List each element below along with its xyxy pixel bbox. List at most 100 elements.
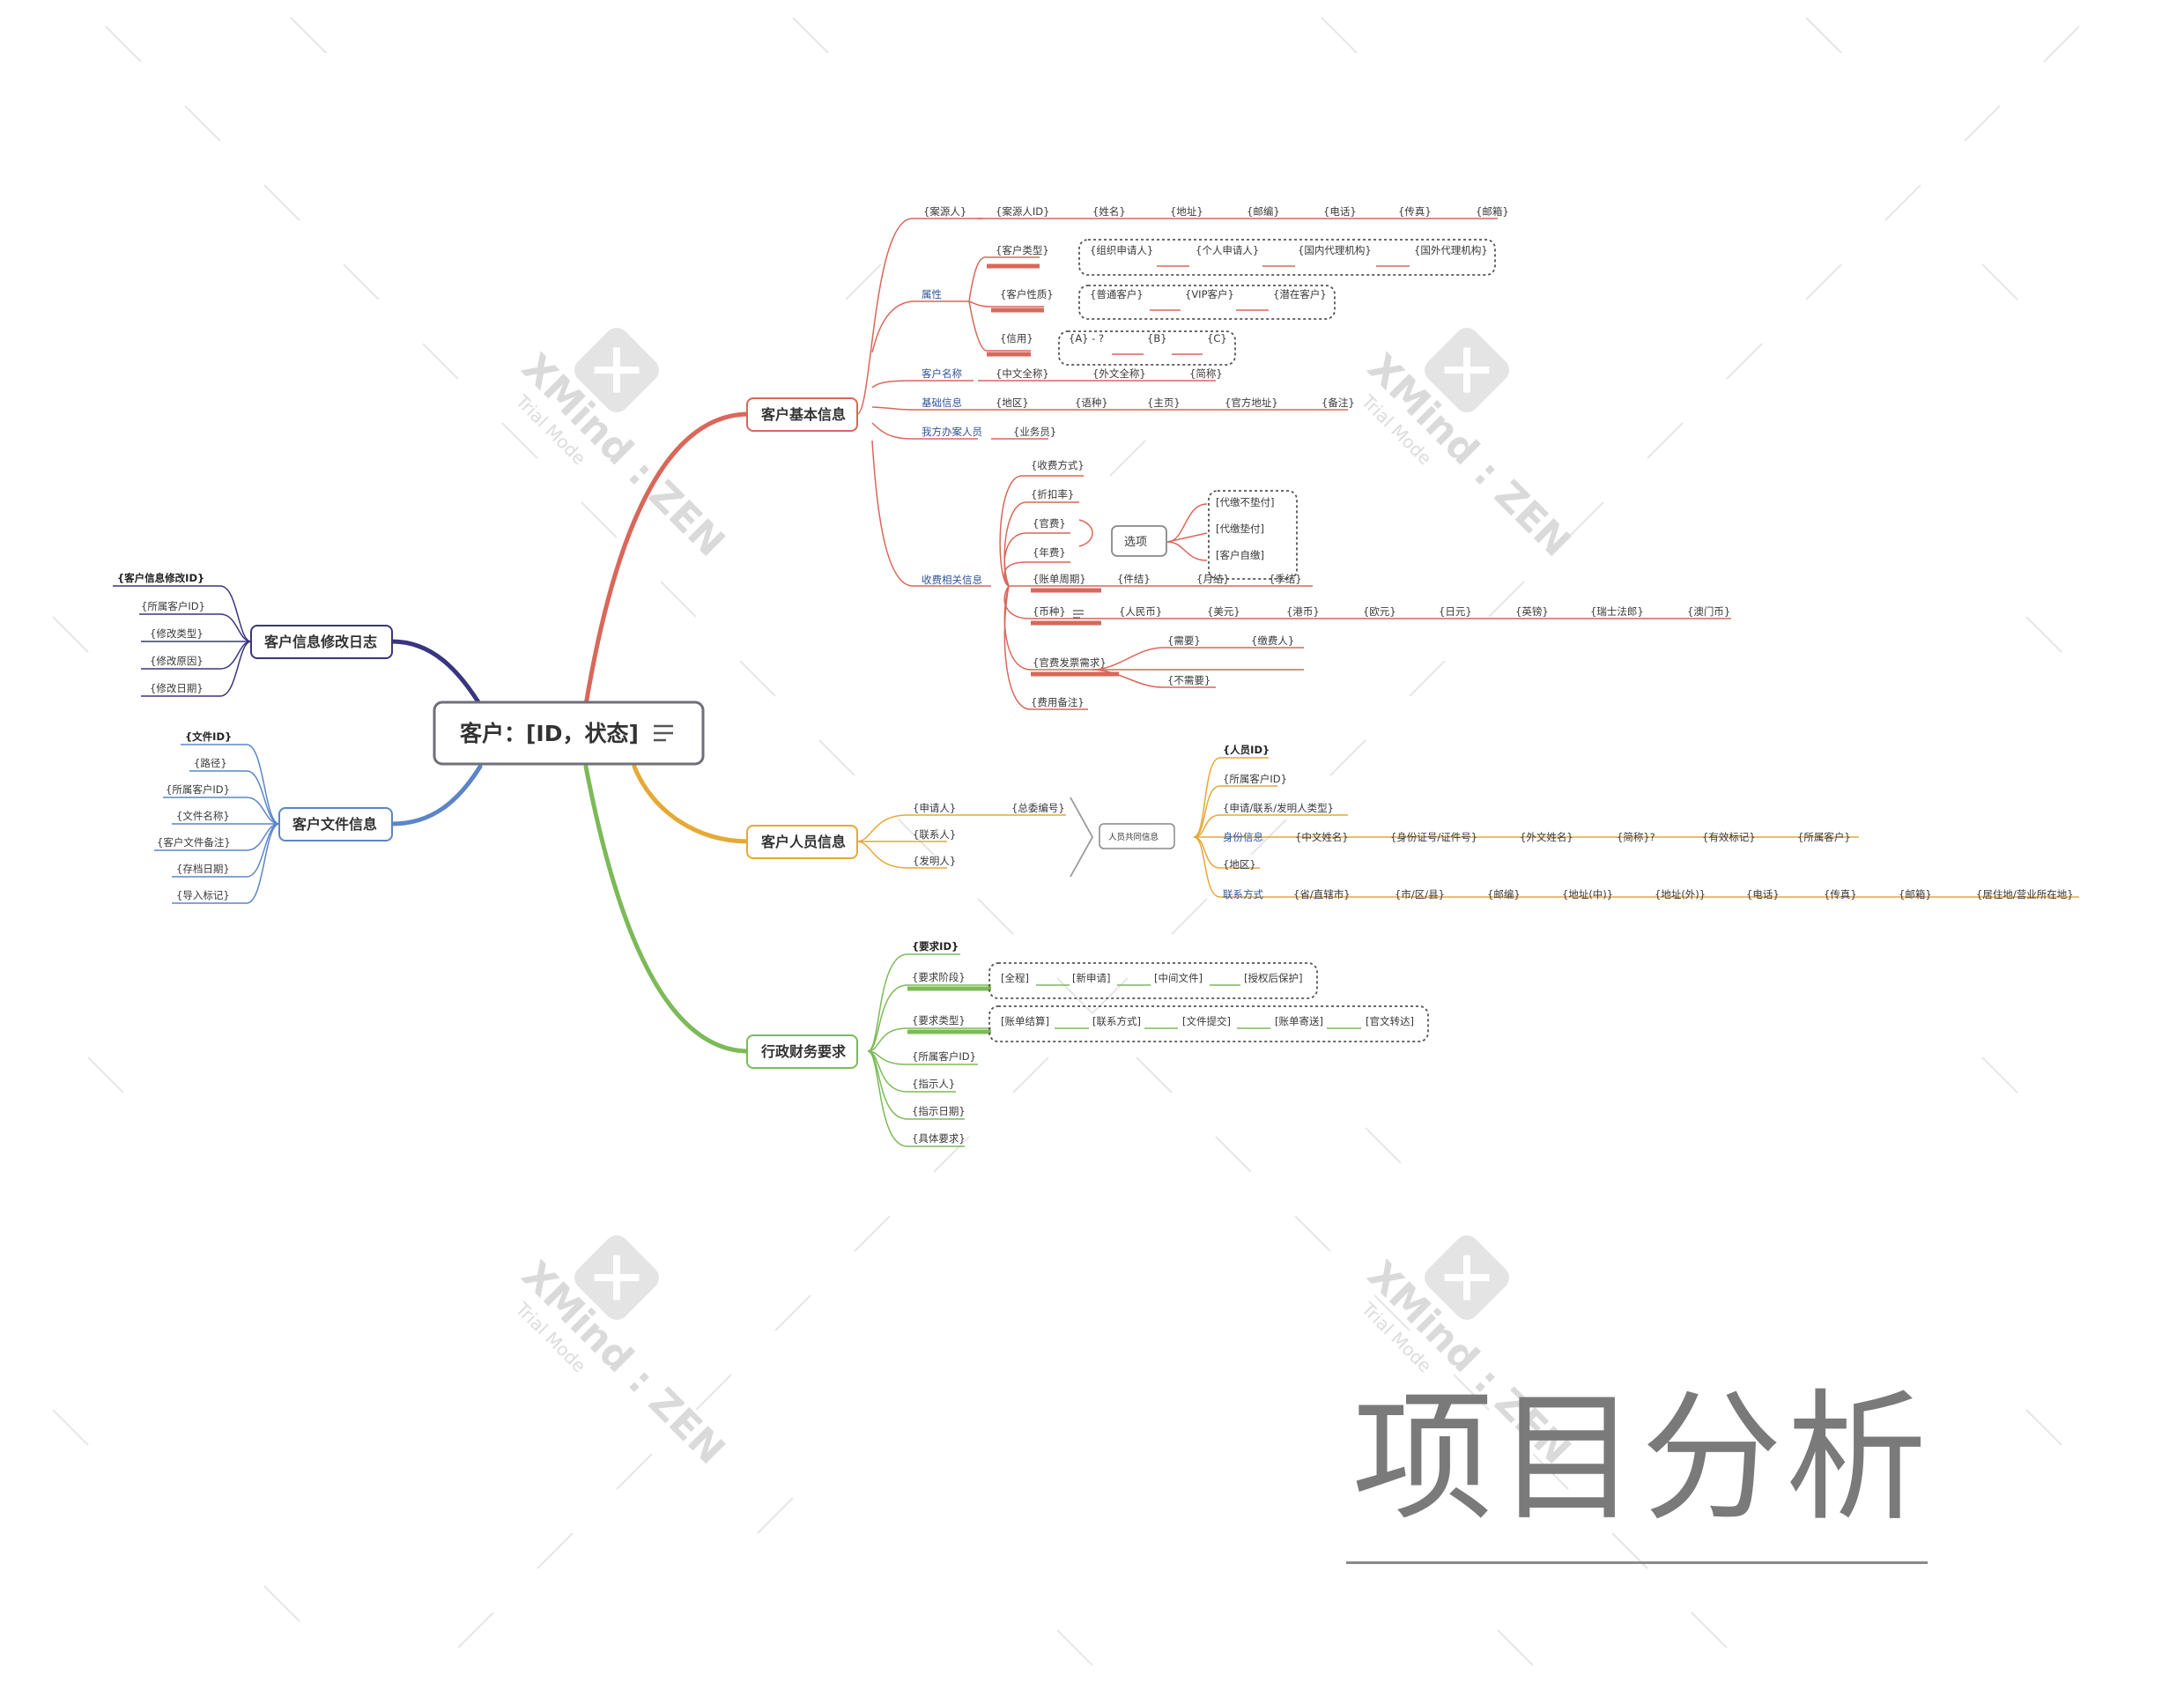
file-item: {文件ID} [185,730,232,743]
branch-file: 客户文件信息 {文件ID} {路径} {所属客户ID} {文件名称} {客户文件… [154,730,393,904]
log-item: {客户信息修改ID} [117,572,204,584]
cycle-item: {件结} [1117,573,1151,585]
handler-label: 我方办案人员 [922,426,982,438]
type-option: [账单结算] [1001,1015,1049,1027]
identity-item: {外文姓名} [1520,831,1573,843]
currency-item: {欧元} [1363,605,1396,618]
basic-connectors [856,218,1731,710]
admin-node[interactable] [746,1034,858,1069]
applicant-label: {申请人} [913,802,956,814]
contact-way-item: {市/区/县} [1395,888,1445,901]
credit-option: {A} - ? [1069,332,1104,345]
staff-brace [1070,797,1094,878]
option-separators [1112,265,1410,355]
log-item: {修改日期} [150,682,204,694]
contact-way-item: {邮箱} [1899,888,1932,901]
source-item: {案源人ID} [996,205,1049,218]
source-item: {地址} [1170,205,1203,218]
admin-item: {指示人} [912,1078,955,1090]
contact-way-item: {电话} [1746,888,1780,901]
log-item: {所属客户ID} [141,600,205,612]
type-option: {国外代理机构} [1414,244,1488,256]
file-item: {导入标记} [176,889,230,901]
file-item: {客户文件备注} [157,836,231,849]
admin-label: 行政财务要求 [760,1043,847,1060]
base-item: {备注} [1322,397,1355,409]
log-connectors [113,585,252,697]
fee-official: {官费} [1033,517,1066,530]
xmind-logo-icon [574,328,659,412]
staff-label: 客户人员信息 [761,834,846,850]
source-item: {姓名} [1092,205,1126,218]
admin-connectors [867,953,991,1147]
choice-node[interactable] [1111,525,1167,557]
type-option: [文件提交] [1182,1015,1231,1027]
handler-item: {业务员} [1013,426,1056,438]
contact-label: {联系人} [913,828,956,841]
currency-item: {人民币} [1119,605,1162,618]
stage-option: [中间文件] [1154,972,1203,984]
contact-way-item: {居住地/营业所在地} [1976,888,2074,901]
fee-label: 收费相关信息 [922,574,982,586]
xmind-logo-icon [1425,1235,1509,1320]
log-item: {修改原因} [150,655,204,667]
fee-discount: {折扣率} [1031,488,1074,500]
nature-option: {普通客户} [1090,288,1144,300]
stage-option: [新申请] [1072,972,1110,984]
invoice-payer: {缴费人} [1251,634,1294,647]
fee-annual: {年费} [1033,546,1066,559]
source-item: {传真} [1398,205,1432,218]
admin-separators [1036,984,1361,1029]
contact-way-item: {地址(外)} [1655,888,1706,901]
type-label: {客户类型} [996,244,1049,256]
type-option: {国内代理机构} [1298,244,1372,256]
type-option: {组织申请人} [1090,244,1153,256]
file-item: {路径} [194,757,227,769]
person-id-label: {人员ID} [1223,744,1270,756]
currency-item: {澳门币} [1687,605,1730,618]
staff-connectors [856,757,2079,898]
common-label: 人员共同信息 [1108,832,1159,842]
attr-label: 属性 [922,288,942,300]
cycle-item: {季结} [1269,573,1302,585]
inventor-label: {发明人} [913,855,956,867]
file-item: {文件名称} [176,810,230,822]
branch-staff: 客户人员信息 {申请人} {总委编号} {联系人} {发明人} 人员共同信息 {… [746,744,2079,901]
choice-option: [客户自缴] [1216,549,1264,561]
admin-item: {具体要求} [912,1132,966,1145]
common-node[interactable] [1099,823,1175,849]
invoice-noneed: {不需要} [1167,674,1210,686]
type-option: {个人申请人} [1196,244,1259,256]
admin-highlights [907,986,991,1034]
req-id-label: {要求ID} [912,940,959,953]
currency-item: {英镑} [1515,605,1549,618]
fee-method: {收费方式} [1031,459,1085,471]
admin-item: {所属客户ID} [912,1050,976,1063]
identity-item: {身份证号/证件号} [1390,831,1477,843]
type-label: {要求类型} [912,1014,966,1027]
identity-item: {所属客户} [1797,831,1851,843]
source-item: {邮箱} [1476,205,1509,218]
root-node[interactable]: 客户：[ID，状态] [433,701,705,766]
cycle-label: {账单周期} [1033,573,1086,585]
log-label: 客户信息修改日志 [264,634,377,650]
notes-icon[interactable] [1073,610,1084,619]
invoice-label: {官费发票需求} [1033,656,1107,669]
stage-option: [授权后保护] [1244,972,1302,984]
identity-label: 身份信息 [1223,831,1263,843]
credit-label: {信用} [1000,332,1033,345]
notes-icon[interactable] [654,724,673,742]
fee-remark: {费用备注} [1031,696,1085,708]
basic-label: 客户基本信息 [761,406,846,423]
branch-basic: 客户基本信息 [746,205,1731,710]
master-no-label: {总委编号} [1011,802,1065,814]
base-item: {地区} [996,397,1029,409]
identity-item: {有效标记} [1702,831,1756,843]
base-item: {官方地址} [1225,397,1278,409]
name-item: {简称} [1189,367,1223,380]
file-item: {存档日期} [176,863,230,875]
nature-option: {VIP客户} [1185,288,1234,300]
contact-way-item: {省/直辖市} [1293,888,1351,901]
main-connectors [389,411,751,1054]
